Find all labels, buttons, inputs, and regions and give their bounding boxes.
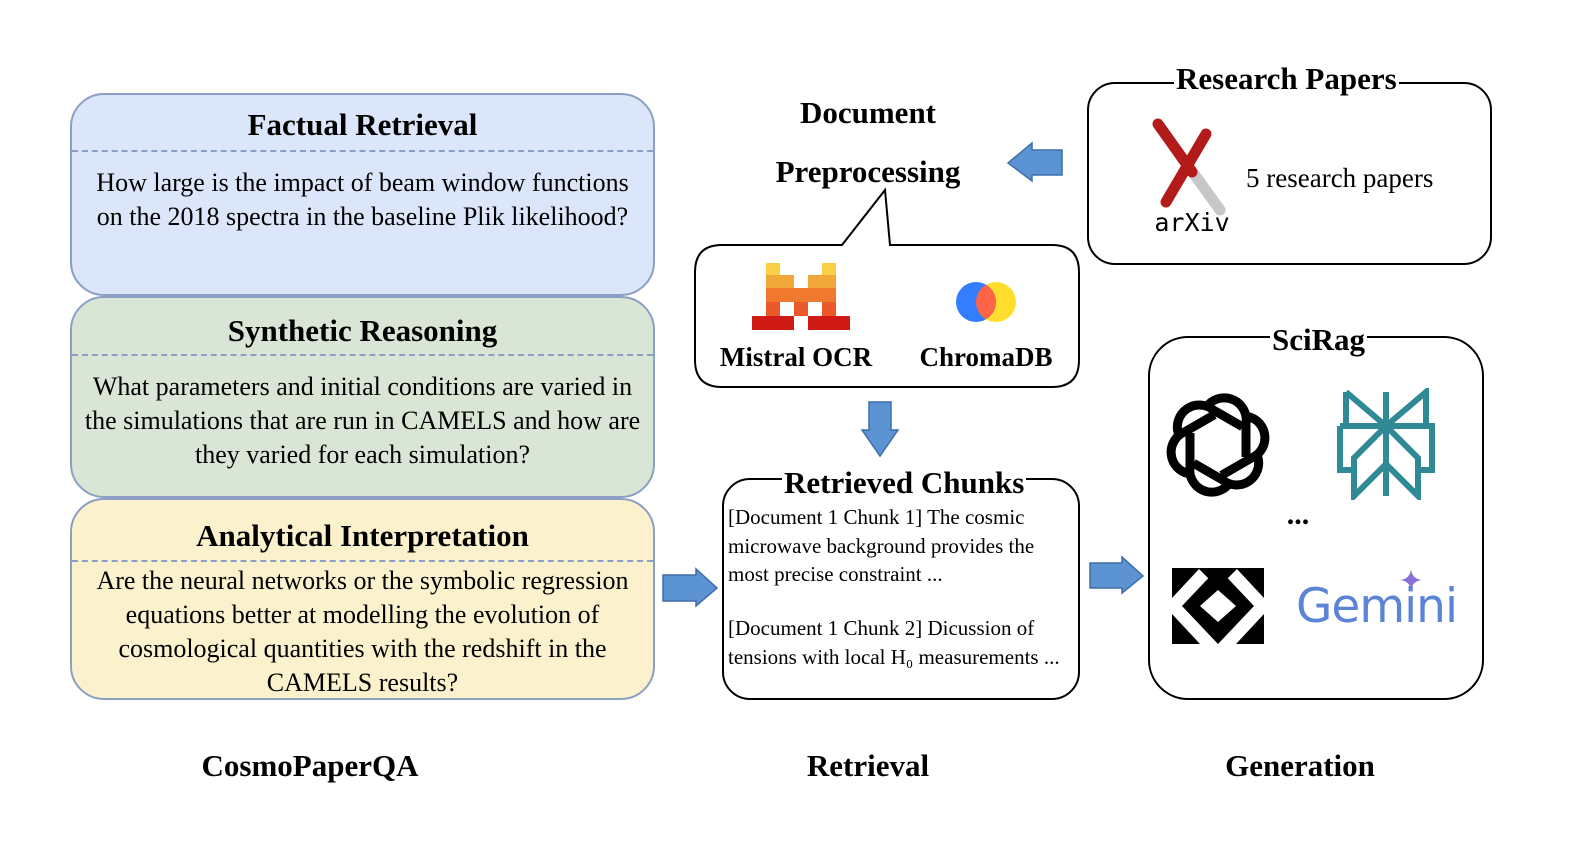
factual-retrieval-question: How large is the impact of beam window f… [96, 168, 629, 231]
chromadb-logo-icon [956, 282, 1016, 322]
retrieved-chunks-box [722, 478, 1080, 700]
synthetic-reasoning-question: What parameters and initial conditions a… [84, 372, 641, 469]
synthetic-reasoning-box: Synthetic Reasoning What parameters and … [70, 296, 655, 498]
factual-retrieval-title: Factual Retrieval [247, 107, 478, 142]
retrieved-chunks-title: Retrieved Chunks [782, 465, 1027, 501]
divider [72, 560, 653, 562]
retrieved-chunk-2: [Document 1 Chunk 2] Dicussion of tensio… [728, 616, 1060, 669]
column-label-cosmopaperqa: CosmoPaperQA [201, 748, 419, 783]
factual-retrieval-box: Factual Retrieval How large is the impac… [70, 93, 655, 296]
analytical-interpretation-box: Analytical Interpretation Are the neural… [70, 498, 655, 700]
chromadb-label: ChromaDB [919, 342, 1053, 372]
preprocessing-bubble [694, 187, 1080, 388]
column-label-generation: Generation [1225, 748, 1375, 783]
gemini-sparkle-icon [1400, 569, 1422, 591]
arrow-left-icon [1006, 141, 1063, 183]
synthetic-reasoning-title: Synthetic Reasoning [227, 313, 498, 348]
more-models-ellipsis: ... [1286, 498, 1310, 531]
column-label-retrieval: Retrieval [806, 748, 930, 783]
mistral-logo-icon [752, 263, 850, 330]
scirag-title: SciRag [1270, 322, 1367, 358]
arrow-down-icon [860, 401, 900, 458]
research-papers-box [1087, 82, 1492, 265]
gemini-logo-text: Gemini [1296, 579, 1458, 634]
preprocessing-title-line1: Document [799, 95, 937, 130]
anthropic-logo-icon [1172, 568, 1264, 644]
perplexity-logo-icon [1337, 388, 1435, 500]
retrieved-chunk-1: [Document 1 Chunk 1] The cosmic microwav… [728, 505, 1035, 586]
openai-logo-icon [1166, 393, 1270, 497]
arrow-right-icon [662, 567, 719, 608]
arxiv-logo-icon [1152, 118, 1226, 216]
research-papers-title: Research Papers [1174, 61, 1399, 97]
analytical-interpretation-question: Are the neural networks or the symbolic … [96, 566, 629, 697]
divider [72, 150, 653, 152]
arxiv-logo-text: arXiv [1154, 208, 1230, 237]
mistral-ocr-label: Mistral OCR [719, 342, 873, 372]
divider [72, 354, 653, 356]
analytical-interpretation-title: Analytical Interpretation [196, 518, 529, 553]
research-papers-count: 5 research papers [1246, 163, 1434, 193]
preprocessing-title-line2: Preprocessing [775, 154, 961, 189]
arrow-right-icon [1089, 555, 1145, 595]
